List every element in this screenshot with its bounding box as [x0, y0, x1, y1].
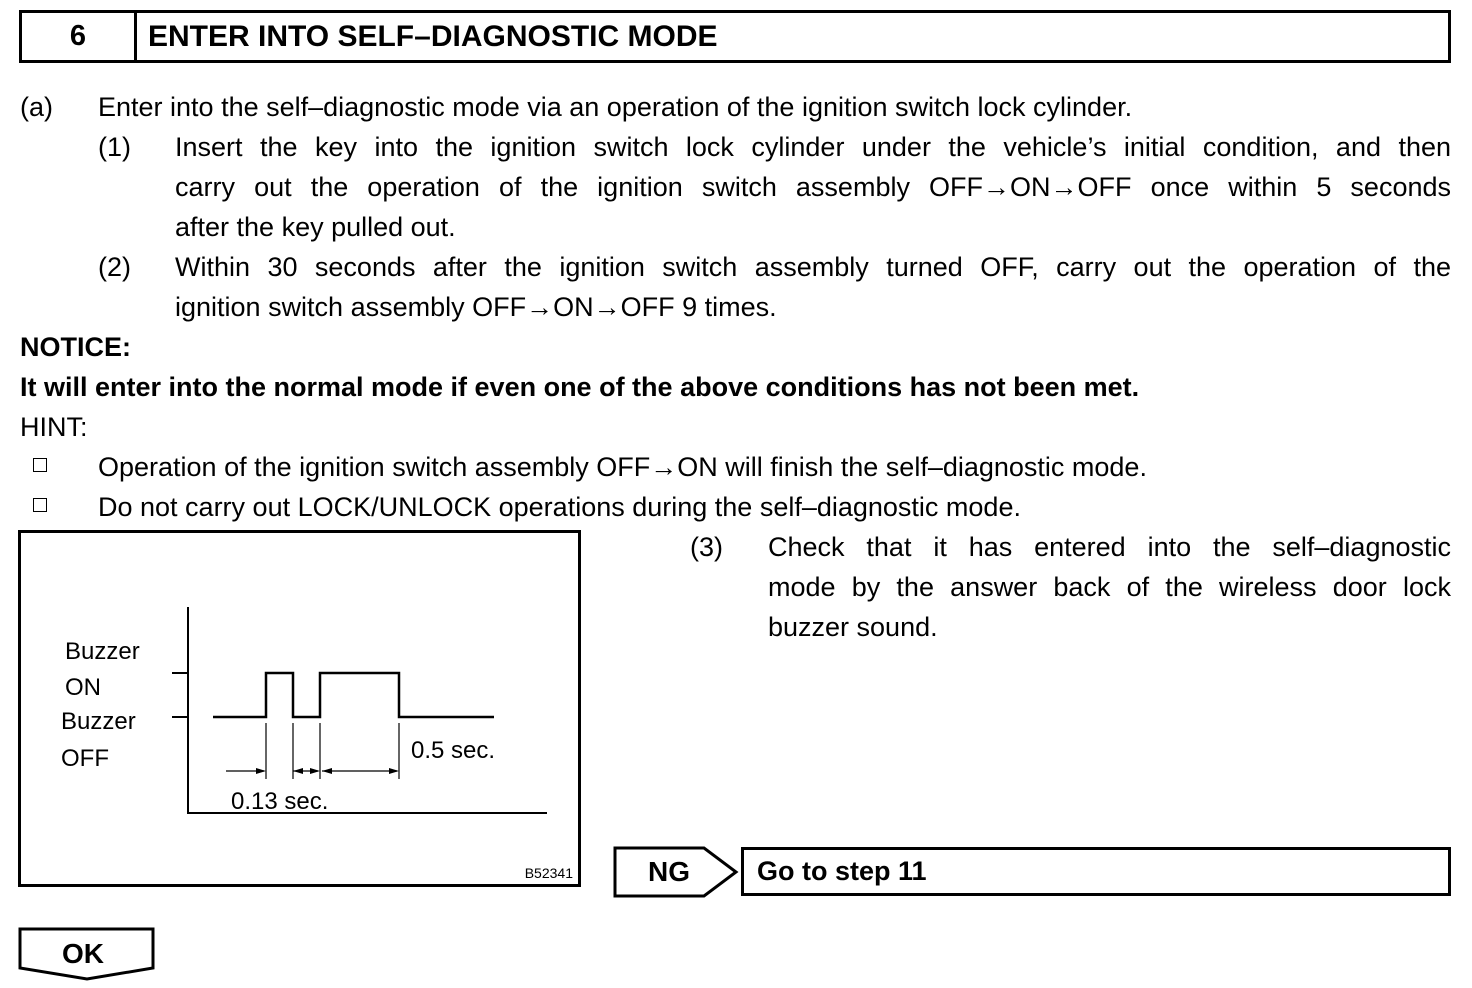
- label-buzzer-on-1: Buzzer: [65, 638, 140, 665]
- ng-label: NG: [648, 856, 690, 887]
- dim-arrowhead-5: [389, 768, 399, 774]
- step-header: 6 ENTER INTO SELF–DIAGNOSTIC MODE: [19, 10, 1451, 63]
- item-a-text: Enter into the self–diagnostic mode via …: [98, 92, 1133, 122]
- ok-arrow-tag: OK: [18, 927, 155, 981]
- hint-bullet-2-icon: [33, 498, 47, 512]
- hint-item-2: Do not carry out LOCK/UNLOCK operations …: [98, 492, 1021, 522]
- buzzer-timing-figure: Buzzer ON Buzzer OFF 0.5 sec. 0.13 sec. …: [18, 530, 581, 887]
- substep-1-line-1: Insert the key into the ignition switch …: [175, 132, 1451, 162]
- ng-arrow-shape: [613, 846, 739, 898]
- substep-1-line-3: after the key pulled out.: [175, 212, 456, 242]
- dim-arrowhead-4: [322, 768, 332, 774]
- ok-label: OK: [62, 938, 104, 969]
- substep-2-line-1: Within 30 seconds after the ignition swi…: [175, 252, 1451, 282]
- label-buzzer-off-1: Buzzer: [61, 708, 136, 735]
- hint-label: HINT:: [20, 412, 88, 442]
- substep-2-marker: (2): [98, 252, 131, 282]
- label-buzzer-on-2: ON: [65, 674, 101, 701]
- item-a-marker: (a): [20, 92, 53, 122]
- ng-target-text: Go to step 11: [757, 856, 927, 886]
- ng-result-box: Go to step 11: [741, 847, 1451, 896]
- substep-3-line-3: buzzer sound.: [768, 612, 938, 642]
- hint-item-1: Operation of the ignition switch assembl…: [98, 452, 1147, 482]
- ng-arrow-tag: NG: [613, 846, 739, 898]
- buzzer-waveform: [213, 671, 494, 719]
- notice-text: It will enter into the normal mode if ev…: [20, 372, 1140, 402]
- ok-arrow-shape: [18, 927, 155, 981]
- substep-1-line-2: carry out the operation of the ignition …: [175, 172, 1451, 202]
- label-0-5-sec: 0.5 sec.: [411, 737, 495, 764]
- buzzer-timing-diagram: Buzzer ON Buzzer OFF 0.5 sec. 0.13 sec. …: [61, 607, 573, 881]
- dim-arrowhead-2: [293, 768, 303, 774]
- step-number: 6: [22, 13, 137, 60]
- notice-label: NOTICE:: [20, 332, 131, 362]
- dim-arrowhead-1: [256, 768, 266, 774]
- hint-bullet-1-icon: [33, 458, 47, 472]
- figure-code: B52341: [525, 865, 573, 881]
- substep-3-line-1: Check that it has entered into the self–…: [768, 532, 1451, 562]
- dim-arrowhead-3: [310, 768, 320, 774]
- label-0-13-sec: 0.13 sec.: [231, 788, 328, 815]
- substep-2-line-2: ignition switch assembly OFF→ON→OFF 9 ti…: [175, 292, 777, 322]
- label-buzzer-off-2: OFF: [61, 745, 109, 772]
- substep-3-line-2: mode by the answer back of the wireless …: [768, 572, 1451, 602]
- step-title: ENTER INTO SELF–DIAGNOSTIC MODE: [148, 19, 718, 53]
- substep-3-marker: (3): [690, 532, 723, 562]
- substep-1-marker: (1): [98, 132, 131, 162]
